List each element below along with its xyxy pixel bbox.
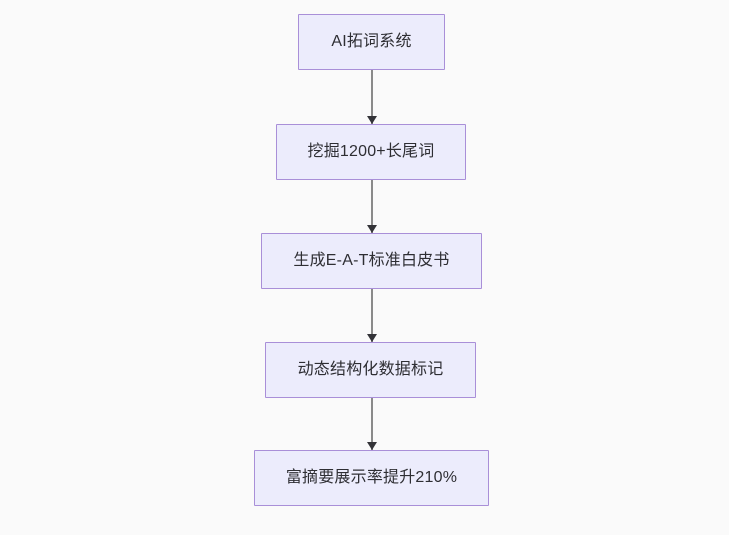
edge-n1-n2	[367, 70, 377, 124]
flowchart-node[interactable]: AI拓词系统	[298, 14, 445, 70]
arrowhead-icon	[367, 225, 377, 233]
edge-line	[371, 70, 373, 124]
flowchart-node[interactable]: 动态结构化数据标记	[265, 342, 476, 398]
edge-n3-n4	[367, 289, 377, 342]
edge-line	[371, 289, 373, 342]
edge-line	[371, 398, 373, 450]
arrowhead-icon	[367, 116, 377, 124]
edge-n2-n3	[367, 180, 377, 233]
node-label: 富摘要展示率提升210%	[285, 469, 458, 486]
arrowhead-icon	[367, 442, 377, 450]
node-label: 生成E-A-T标准白皮书	[293, 252, 450, 269]
flowchart-node[interactable]: 富摘要展示率提升210%	[254, 450, 489, 506]
arrowhead-icon	[367, 334, 377, 342]
edge-n4-n5	[367, 398, 377, 450]
node-label: 动态结构化数据标记	[297, 361, 444, 378]
flowchart-node[interactable]: 挖掘1200+长尾词	[276, 124, 466, 180]
edge-line	[371, 180, 373, 233]
node-label: 挖掘1200+长尾词	[307, 143, 435, 160]
flowchart-node[interactable]: 生成E-A-T标准白皮书	[261, 233, 482, 289]
node-label: AI拓词系统	[331, 33, 412, 50]
